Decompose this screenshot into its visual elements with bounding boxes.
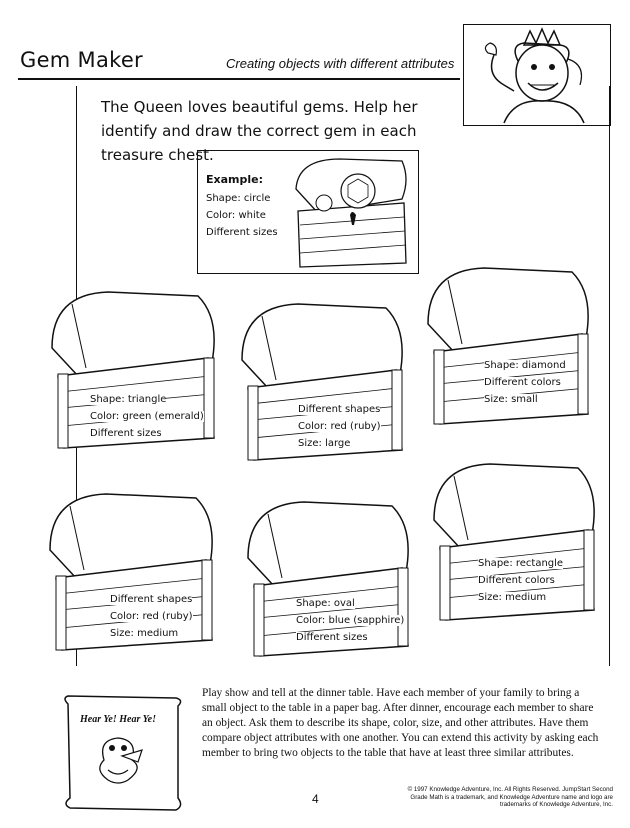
chest-icon [247, 501, 409, 657]
chest-label: Size: small [484, 394, 538, 405]
intro-text: The Queen loves beautiful gems. Help her… [101, 98, 418, 164]
chest-label: Different sizes [296, 632, 368, 643]
example-box: Example: Shape: circle Color: white Diff… [197, 150, 419, 274]
chest-icon [49, 493, 213, 651]
queen-illustration [463, 24, 611, 126]
example-chest-icon [295, 158, 407, 268]
treasure-chest: Shape: diamond Different colors Size: sm… [424, 264, 600, 426]
chest-label: Different colors [478, 575, 555, 586]
example-line: Different sizes [206, 227, 278, 238]
example-line: Shape: circle [206, 193, 271, 204]
scroll-illustration: Hear Ye! Hear Ye! [58, 694, 190, 816]
treasure-chest: Different shapes Color: red (ruby) Size:… [46, 490, 224, 652]
page-title: Gem Maker [20, 48, 143, 72]
example-line: Color: white [206, 210, 266, 221]
copyright-text: © 1997 Knowledge Adventure, Inc. All Rig… [407, 786, 613, 808]
chest-label: Different shapes [298, 404, 381, 415]
chest-label: Shape: triangle [90, 394, 167, 405]
chest-label: Different sizes [90, 428, 162, 439]
chest-label: Size: large [298, 438, 351, 449]
page-subtitle: Creating objects with different attribut… [226, 56, 455, 71]
queen-icon [484, 27, 585, 124]
treasure-chest: Different shapes Color: red (ruby) Size:… [238, 300, 414, 462]
body-text: Play show and tell at the dinner table. … [202, 687, 599, 759]
chest-label: Different colors [484, 377, 561, 388]
scroll-icon [64, 695, 182, 811]
title-rule [18, 78, 460, 80]
treasure-chest: Shape: rectangle Different colors Size: … [430, 460, 606, 622]
scroll-text: Hear Ye! Hear Ye! [80, 714, 157, 725]
chest-icon [51, 291, 215, 449]
example-heading: Example: [206, 173, 263, 186]
chest-label: Size: medium [110, 628, 179, 639]
treasure-chest: Shape: oval Color: blue (sapphire) Diffe… [244, 498, 420, 658]
chest-label: Different shapes [110, 594, 193, 605]
chest-label: Size: medium [478, 592, 547, 603]
page-number: 4 [312, 792, 319, 806]
chest-label: Shape: rectangle [478, 558, 564, 569]
chest-label: Shape: oval [296, 598, 355, 609]
chest-label: Shape: diamond [484, 360, 566, 371]
chest-label: Color: red (ruby) [110, 611, 193, 622]
chest-label: Color: green (emerald) [90, 411, 204, 422]
chest-label: Color: red (ruby) [298, 421, 381, 432]
treasure-chest: Shape: triangle Color: green (emerald) D… [48, 288, 226, 450]
chest-icon [241, 303, 403, 461]
chest-label: Color: blue (sapphire) [296, 615, 405, 626]
